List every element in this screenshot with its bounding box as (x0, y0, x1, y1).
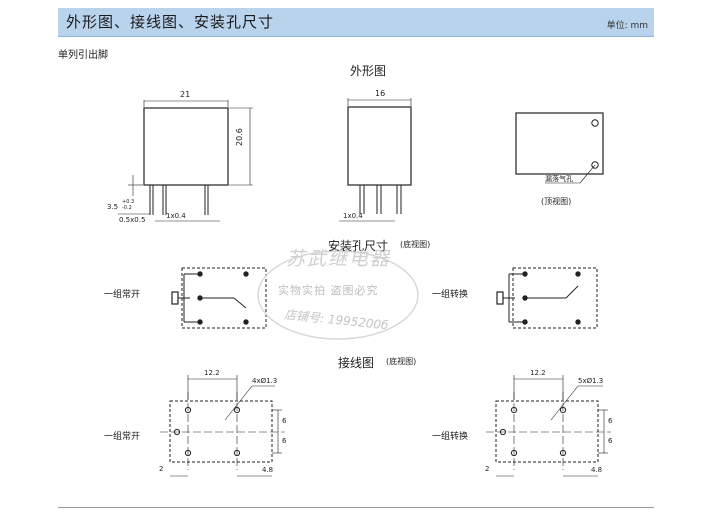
outline-title: 外形图 (350, 64, 387, 78)
pin-protrusion-dim: 3.5 (107, 203, 119, 211)
wiring-right-width-dim: 12.2 (530, 369, 546, 377)
wiring-right-dim-2: 2 (485, 465, 490, 473)
unit-label: 单位: mm (606, 21, 648, 31)
mounting-left-label: 一组常开 (104, 290, 141, 300)
side-pin-size-dim: 1x0.4 (343, 212, 363, 220)
wiring-title: 接线图 (338, 356, 375, 370)
front-width-dim: 21 (180, 90, 191, 99)
mounting-right-label: 一组转换 (432, 290, 469, 300)
wiring-left-dim-48: 4.8 (262, 466, 274, 474)
wiring-left-dim-6a: 6 (282, 417, 287, 425)
pin-offset-dim: 0.5x0.5 (119, 216, 146, 224)
wiring-title-note: (底视图) (386, 357, 417, 366)
section-label: 单列引出脚 (58, 50, 108, 61)
top-view-caption: (顶视图) (541, 197, 572, 206)
top-view (515, 112, 604, 184)
page-title: 外形图、接线图、安装孔尺寸 (66, 13, 275, 31)
mounting-title-note: (底视图) (400, 240, 431, 249)
wiring-left-dim-6b: 6 (282, 437, 287, 445)
wiring-right-label: 一组转换 (432, 432, 469, 442)
pin-tolerance-bottom: -0.2 (122, 205, 132, 211)
wiring-left-holes-dim: 4xØ1.3 (252, 377, 278, 385)
pin-tolerance-top: +0.3 (122, 199, 135, 205)
mounting-title: 安装孔尺寸 (328, 239, 389, 253)
header-bar: 外形图、接线图、安装孔尺寸 单位: mm (58, 8, 654, 37)
mounting-right (496, 267, 598, 329)
wiring-left (160, 375, 285, 477)
wiring-right-dim-6b: 6 (608, 437, 613, 445)
watermark-ring (257, 250, 419, 340)
wiring-left-label: 一组常开 (104, 432, 141, 442)
side-width-dim: 16 (375, 89, 386, 98)
mounting-left (171, 267, 267, 329)
front-view (118, 100, 253, 222)
front-height-dim: 20.6 (235, 128, 244, 146)
pin-size-dim: 1x0.4 (166, 212, 186, 220)
side-view (339, 98, 412, 222)
wiring-right-holes-dim: 5xØ1.3 (578, 377, 604, 385)
vent-hole-label: 漏落气孔 (545, 175, 573, 183)
wiring-left-width-dim: 12.2 (204, 369, 220, 377)
bottom-divider (58, 507, 654, 508)
wiring-left-dim-2: 2 (159, 465, 164, 473)
wiring-right (486, 375, 611, 477)
wiring-right-dim-6a: 6 (608, 417, 613, 425)
wiring-right-dim-48: 4.8 (591, 466, 603, 474)
